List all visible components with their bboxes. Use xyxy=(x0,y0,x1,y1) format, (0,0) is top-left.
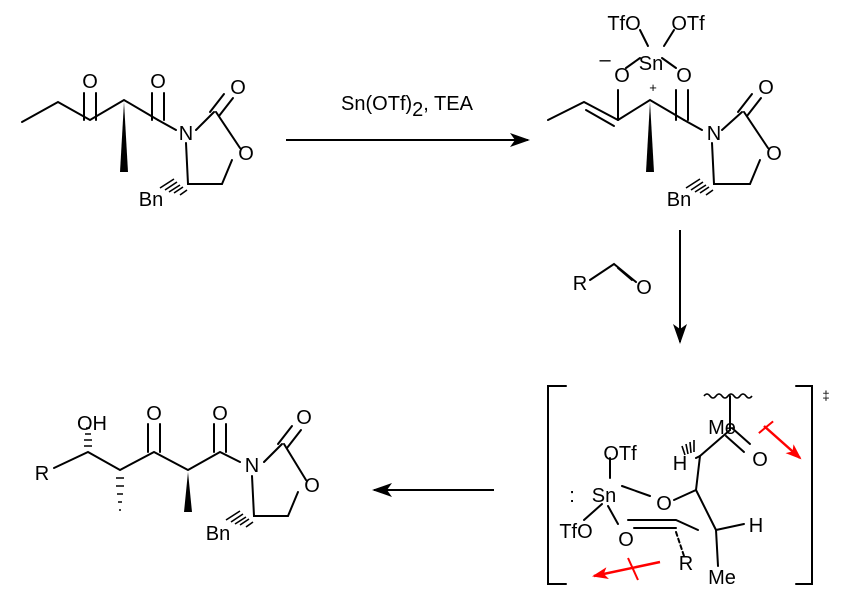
atom-o-carbonyl: O xyxy=(758,77,774,99)
disfavored-arrow-top xyxy=(763,425,802,460)
ts-otf: OTf xyxy=(603,443,637,465)
ts-h-bottom: H xyxy=(749,515,763,537)
transition-state: ‡ Me H O OTf : Sn O TfO O H R Me xyxy=(547,385,830,589)
label-otf: OTf xyxy=(671,13,705,35)
label-bn: Bn xyxy=(667,189,691,211)
aldehyde-o: O xyxy=(636,277,652,299)
atom-o-imide: O xyxy=(676,65,692,87)
atom-o-imide: O xyxy=(212,403,228,425)
ts-tfo: TfO xyxy=(559,521,592,543)
atom-o-imide: O xyxy=(150,71,166,93)
ts-sn: Sn xyxy=(592,485,616,507)
aldehyde-r: R xyxy=(573,273,587,295)
ts-o-aldehyde: O xyxy=(618,529,634,551)
ts-lone-pair: : xyxy=(569,485,575,507)
atom-o-carbonyl: O xyxy=(296,407,312,429)
atom-n: N xyxy=(179,123,193,145)
ts-bracket-left xyxy=(547,385,567,585)
atom-o-carbonyl: O xyxy=(230,77,246,99)
aldehyde-reagent: R O xyxy=(573,262,652,299)
ts-me-top: Me xyxy=(708,417,736,439)
reagent-sn-otf2-tea: Sn(OTf)2, TEA xyxy=(341,93,474,121)
atom-o-ketone: O xyxy=(146,403,162,425)
starting-material: O O O N O Bn xyxy=(21,71,254,211)
aldol-product: OH R O O O N O Bn xyxy=(35,403,320,545)
ts-o-carbonyl: O xyxy=(752,449,768,471)
product-oh: OH xyxy=(77,413,107,435)
atom-n: N xyxy=(707,123,721,145)
double-dagger: ‡ xyxy=(822,388,829,403)
label-tfo: TfO xyxy=(607,13,640,35)
atom-sn: Sn xyxy=(639,53,663,75)
atom-o-ring: O xyxy=(766,143,782,165)
atom-n: N xyxy=(245,455,259,477)
atom-o-ring: O xyxy=(238,143,254,165)
atom-o-ring: O xyxy=(304,475,320,497)
label-bn: Bn xyxy=(139,189,163,211)
label-bn: Bn xyxy=(206,523,230,545)
charge-minus: – xyxy=(599,49,611,71)
ts-me-bottom: Me xyxy=(708,567,736,589)
disfavored-arrow-bottom xyxy=(592,560,661,579)
atom-o-enolate: O xyxy=(614,65,630,87)
ts-r: R xyxy=(679,553,693,575)
ts-o-enolate: O xyxy=(656,493,672,515)
product-r: R xyxy=(35,463,49,485)
charge-plus: + xyxy=(649,80,657,95)
ts-bracket-right xyxy=(795,385,813,585)
ts-h-top: H xyxy=(673,453,687,475)
tin-enolate: O O O N O Bn Sn TfO OTf – + xyxy=(547,13,782,211)
atom-o-ketone: O xyxy=(82,71,98,93)
